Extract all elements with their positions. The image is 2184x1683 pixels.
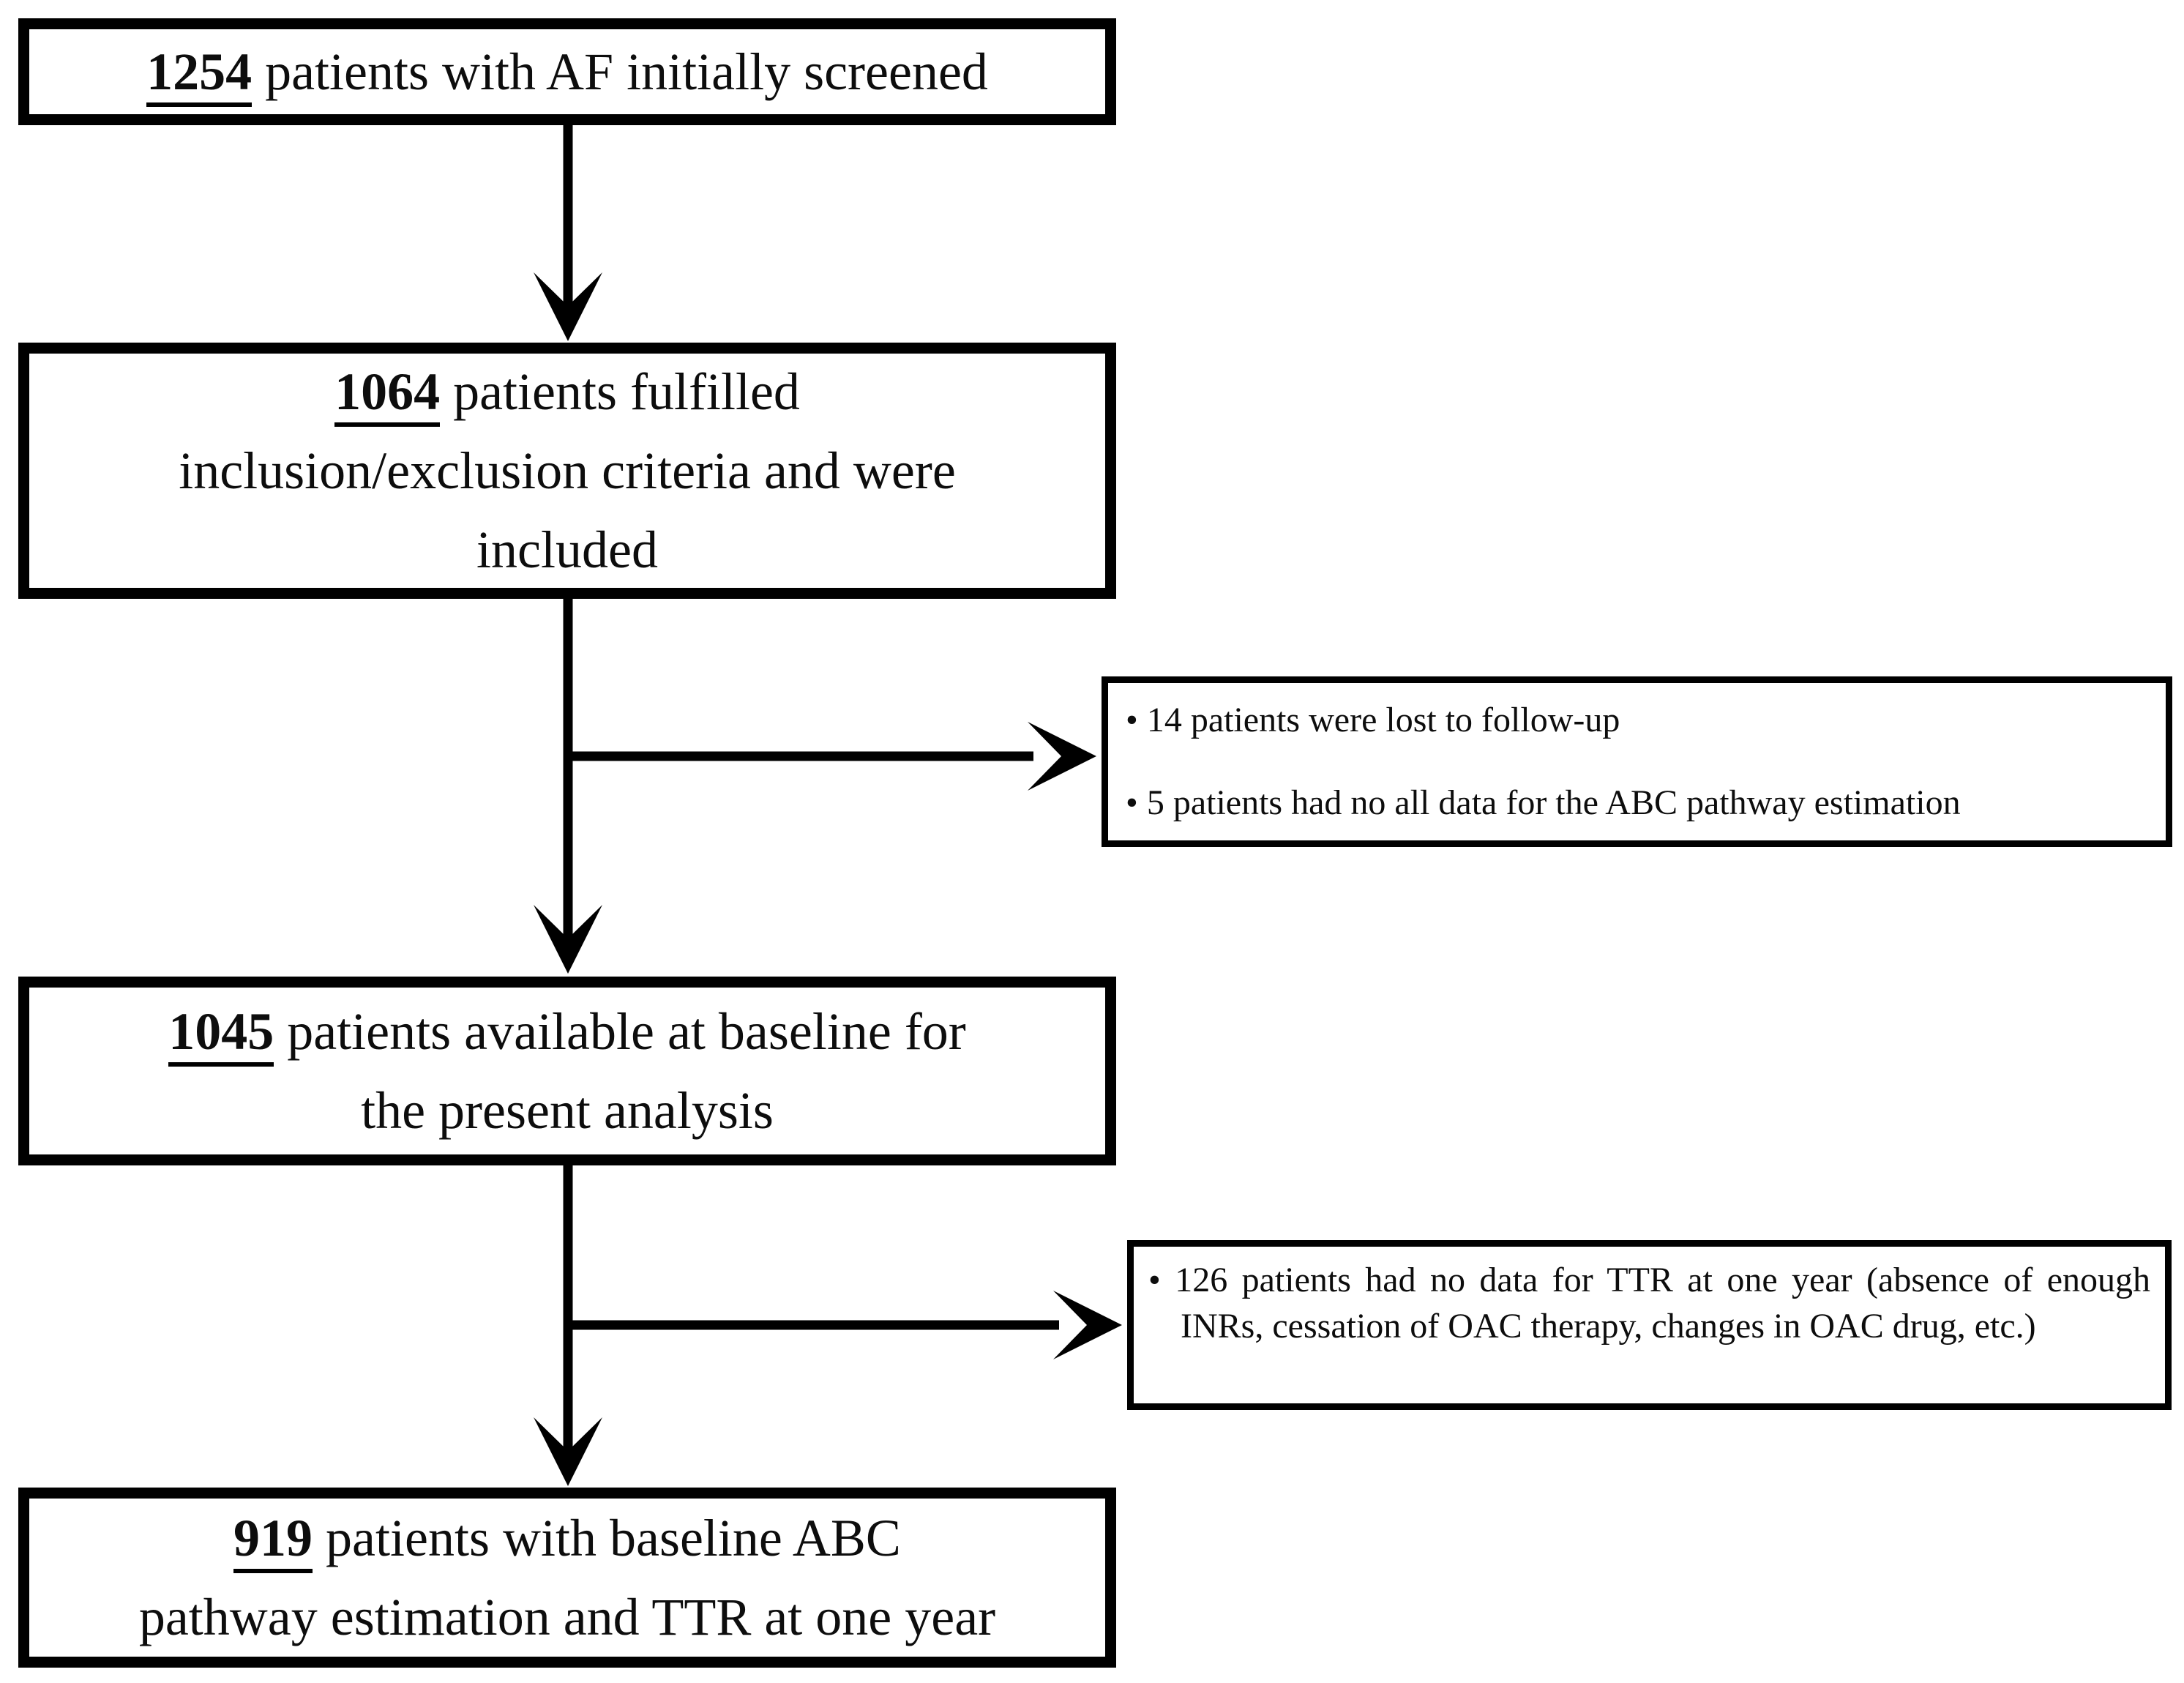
box-baseline-analysis: 1045 patients available at baseline for … [18,977,1116,1165]
sidebox-exclusions-ttr: • 126 patients had no data for TTR at on… [1127,1240,2172,1410]
exclusion-item-no-abc-data: • 5 patients had no all data for the ABC… [1126,780,2148,826]
box-initially-screened-text: 1254 patients with AF initially screened [146,32,988,111]
box-inclusion-criteria: 1064 patients fulfilled inclusion/exclus… [18,343,1116,599]
box-initially-screened: 1254 patients with AF initially screened [18,18,1116,125]
label-baseline-line1: patients available at baseline for [274,1002,966,1061]
arrowhead-down-box2 [534,272,602,341]
arrowhead-down-box3 [534,905,602,974]
box-baseline-analysis-text: 1045 patients available at baseline for … [168,992,966,1150]
exclusion-item-lost-followup: • 14 patients were lost to follow-up [1126,698,2148,743]
flow-lines [563,123,1059,1453]
exclusion-item-lost-followup-text: 14 patients were lost to follow-up [1146,701,1620,739]
arrowhead-down-box4 [534,1417,602,1486]
label-included-line1: patients fulfilled [440,362,800,421]
label-included-line3: included [476,520,658,579]
count-screened: 1254 [146,42,253,107]
arrowhead-right-sidebox1 [1028,722,1096,791]
label-baseline-line2: the present analysis [361,1081,774,1140]
box-final-cohort: 919 patients with baseline ABC pathway e… [18,1488,1116,1668]
bullet-icon: • [1126,783,1138,822]
box-inclusion-criteria-text: 1064 patients fulfilled inclusion/exclus… [179,352,956,589]
bullet-icon: • [1148,1261,1161,1299]
arrowheads [534,272,1122,1486]
bullet-icon: • [1126,701,1138,739]
exclusion-item-no-abc-data-text: 5 patients had no all data for the ABC p… [1146,783,1961,822]
count-included: 1064 [334,362,441,427]
count-baseline: 1045 [168,1002,274,1067]
exclusion-item-no-ttr-data: • 126 patients had no data for TTR at on… [1148,1257,2150,1350]
box-final-cohort-text: 919 patients with baseline ABC pathway e… [139,1499,995,1657]
arrowhead-right-sidebox2 [1053,1291,1122,1359]
label-screened: patients with AF initially screened [252,42,988,101]
label-included-line2: inclusion/exclusion criteria and were [179,441,956,500]
exclusion-item-no-ttr-data-text: 126 patients had no data for TTR at one … [1175,1261,2151,1346]
count-final: 919 [233,1509,313,1573]
label-final-line1: patients with baseline ABC [313,1509,901,1567]
sidebox-exclusions-followup: • 14 patients were lost to follow-up • 5… [1102,676,2172,847]
label-final-line2: pathway estimation and TTR at one year [138,1588,996,1646]
